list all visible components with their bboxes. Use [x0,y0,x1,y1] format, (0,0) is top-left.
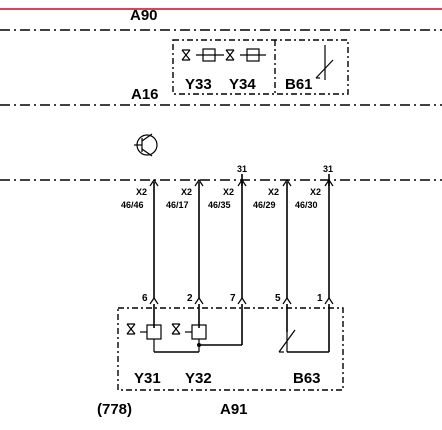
connector-3-pin: 46/35 [208,200,231,210]
a90-label: A90 [130,7,158,24]
junction-dot [197,343,201,347]
connector-4-name: X2 [268,187,279,197]
connector-5-name: X2 [310,187,321,197]
connector-3-name: X2 [223,187,234,197]
transistor-symbol [134,133,158,157]
y33-label: Y33 [185,76,212,93]
y31-label: Y31 [134,370,161,387]
connector-arrows-bottom [149,296,334,305]
connector-1-name: X2 [136,187,147,197]
module-pin-7: 7 [230,293,236,304]
y34-valve-symbol [225,48,266,62]
connector-1-pin: 46/46 [121,200,144,210]
b63-label: B63 [293,370,321,387]
a16-label: A16 [131,86,159,103]
module-pin-2: 2 [187,293,193,304]
connector-4: X2 46/29 [253,187,279,210]
b63-sensor-symbol [278,329,329,353]
y32-label: Y32 [185,370,212,387]
module-pin-1: 1 [317,293,323,304]
connector-arrows-top [149,178,334,187]
ground-label-a: 31 [237,164,247,174]
module-pin-5: 5 [275,293,281,304]
a16-module-box [172,39,349,95]
connector-3: X2 46/35 [208,187,234,210]
connector-2: X2 46/17 [166,187,192,210]
y34-label: Y34 [229,76,256,93]
a91-module-box [117,307,344,391]
y33-valve-symbol [181,48,224,62]
connector-5: X2 46/30 [295,187,321,210]
connector-5-pin: 46/30 [295,200,318,210]
reference-label: (778) [97,401,132,418]
connector-1: X2 46/46 [121,187,147,210]
a91-label: A91 [220,401,248,418]
ground-label-b: 31 [323,164,333,174]
module-pin-6: 6 [142,293,148,304]
y31-valve-symbol [126,323,162,352]
b61-label: B61 [285,76,313,93]
connector-4-pin: 46/29 [253,200,276,210]
y32-valve-symbol [171,323,207,352]
connector-2-pin: 46/17 [166,200,189,210]
b61-sensor-symbol [315,45,334,80]
connector-2-name: X2 [181,187,192,197]
